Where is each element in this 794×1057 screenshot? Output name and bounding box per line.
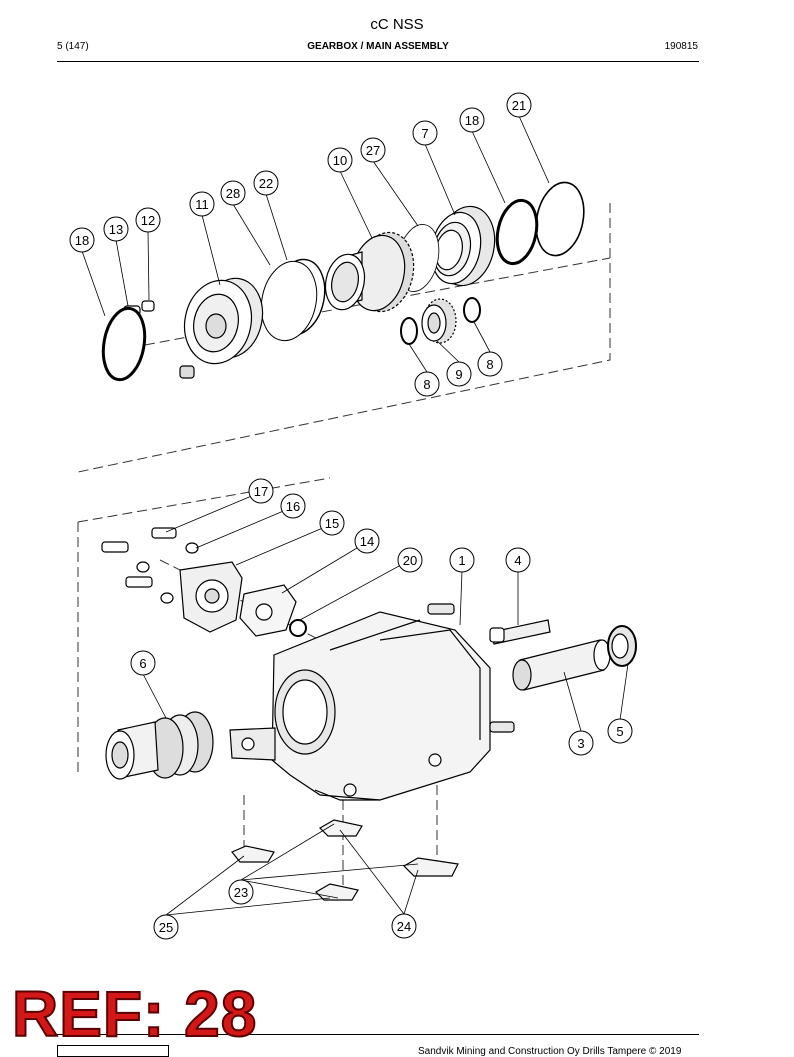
bearing-housing-7 [430,205,496,287]
washer-8-left [400,317,418,345]
o-ring-21 [535,181,585,257]
pump-15 [179,561,243,633]
page-number: 5 (147) [57,41,89,52]
callout-16: 16 [286,499,300,514]
callout-8-right: 8 [486,357,493,372]
snap-ring-18-left [101,306,147,382]
upper-parts [101,181,585,382]
housing-1 [229,603,515,801]
ring-28 [260,260,318,342]
washer-8-right [463,297,481,323]
footer-copyright: Sandvik Mining and Construction Oy Drill… [418,1046,682,1057]
gear-9 [421,298,457,344]
callout-5: 5 [616,724,623,739]
plate-25 [231,845,275,863]
callout-circles [69,92,633,940]
callout-20: 20 [403,553,417,568]
gear-10 [324,231,415,313]
callout-8-left: 8 [423,377,430,392]
sleeve-3 [512,639,611,691]
callout-11: 11 [195,197,209,212]
callout-21: 21 [512,98,526,113]
callout-13: 13 [109,222,123,237]
header-rule [57,61,699,62]
callout-9: 9 [455,367,462,382]
section-title: GEARBOX / MAIN ASSEMBLY [307,41,449,52]
seal-5 [607,625,637,667]
washer-12 [141,300,155,312]
callout-7: 7 [421,126,428,141]
callout-24: 24 [397,919,411,934]
callout-22: 22 [259,176,273,191]
callout-1: 1 [458,553,465,568]
washer-16 [185,542,199,554]
callout-17: 17 [254,484,268,499]
callout-10: 10 [333,153,347,168]
callout-3: 3 [577,736,584,751]
document-code: 190815 [664,41,698,52]
callout-18: 18 [465,113,479,128]
plate-24-upper [319,819,363,837]
callout-4: 4 [514,553,521,568]
leader-lines [81,115,629,916]
o-ring-20 [289,619,307,637]
callout-14: 14 [360,534,374,549]
coupler-6 [105,711,214,780]
plate-24-right [403,857,459,877]
cover-11 [179,277,264,379]
reference-stamp: REF: 28 [11,978,258,1050]
callout-27: 27 [366,143,380,158]
callout-labels: 21 18 7 27 10 22 28 11 12 13 18 8 9 8 17… [75,98,624,935]
snap-ring-18 [495,198,539,266]
footer-rule [57,1034,699,1035]
callout-12: 12 [141,213,155,228]
shaft-4 [489,619,551,645]
callout-23: 23 [234,885,248,900]
callout-6: 6 [139,656,146,671]
callout-15: 15 [325,516,339,531]
callout-18-left: 18 [75,233,89,248]
lower-parts [101,527,637,901]
callout-28: 28 [226,186,240,201]
document-title: cC NSS [370,16,424,33]
callout-25: 25 [159,920,173,935]
